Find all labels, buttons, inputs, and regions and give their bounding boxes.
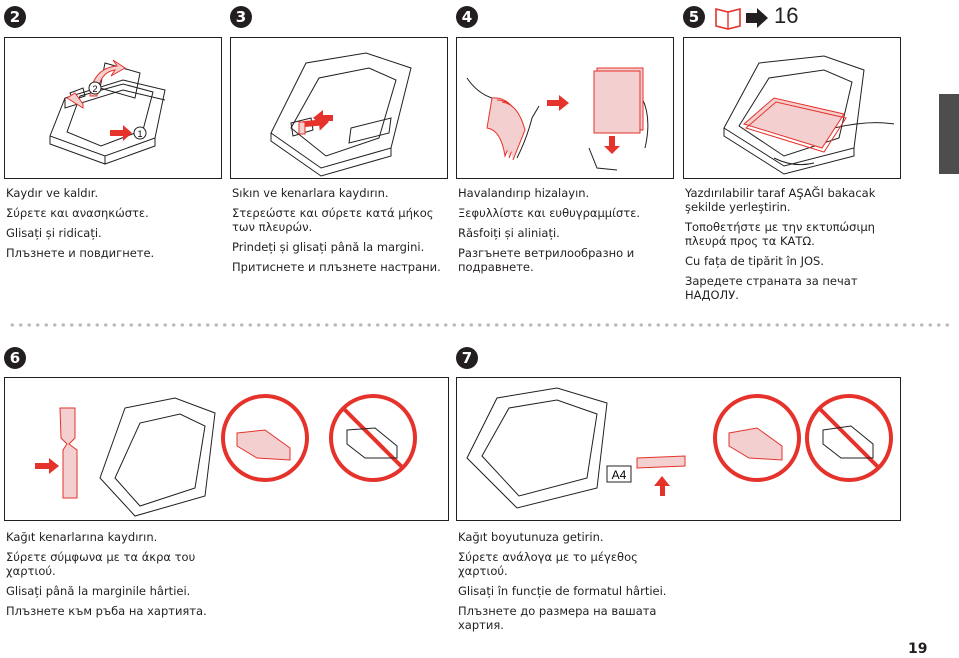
paper-cassette-illustration: 2 1: [49, 59, 166, 165]
step-number-badge: 3: [230, 6, 252, 28]
illustration-step-7: A4: [456, 377, 901, 521]
callout-2: 2: [92, 84, 97, 94]
callout-1: 1: [137, 129, 142, 139]
illustration-step-6: [4, 377, 449, 521]
illustration-step-5: [683, 37, 901, 179]
step-number-badge: 5: [683, 6, 705, 28]
page-reference: 16: [774, 3, 799, 28]
section-tab: [939, 94, 959, 174]
illustration-step-3: [230, 37, 448, 179]
illustration-step-2: 2 1: [4, 37, 222, 179]
paper-cassette-illustration: [270, 52, 412, 177]
size-guide-illustration: A4: [466, 387, 893, 509]
instructions-step-4: Havalandırıp hizalayın.Ξεφυλλίστε και ευ…: [458, 186, 641, 274]
step-number-badge: 4: [456, 6, 478, 28]
instructions-step-2: Kaydır ve kaldır.Σύρετε και ανασηκώστε.G…: [6, 186, 155, 260]
illustration-step-4: [456, 37, 674, 179]
a4-label: A4: [612, 468, 627, 482]
paper-fanning-illustration: [466, 67, 649, 171]
page-number: 19: [908, 641, 928, 657]
instructions-step-6: Kağıt kenarlarına kaydırın.Σύρετε σύμφων…: [6, 530, 207, 618]
step-number-badge: 7: [456, 347, 478, 369]
dotted-divider: [8, 323, 951, 327]
instructions-step-3: Sıkın ve kenarlara kaydırın.Στερεώστε κα…: [232, 186, 441, 274]
instructions-step-7: Kağıt boyutunuza getirin.Σύρετε ανάλογα …: [458, 530, 667, 632]
step-number-badge: 6: [4, 347, 26, 369]
instructions-step-5: Yazdırılabilir taraf AŞAĞI bakacak şekil…: [685, 186, 876, 302]
step-number-badge: 2: [4, 6, 26, 28]
arrow-right-icon: [746, 8, 768, 28]
book-icon: [715, 7, 741, 30]
edge-guide-illustration: [35, 394, 417, 517]
paper-loading-illustration: [723, 55, 895, 175]
